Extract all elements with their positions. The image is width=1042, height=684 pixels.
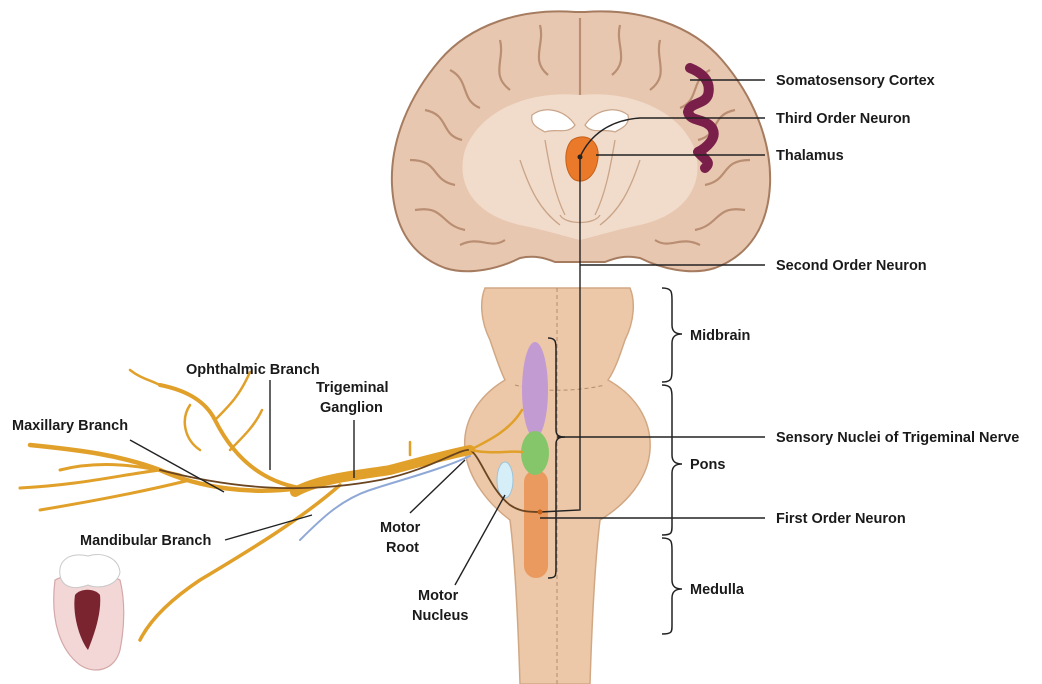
bracket-pons <box>662 385 682 535</box>
label-somatosensory-cortex: Somatosensory Cortex <box>776 73 935 89</box>
tooth-illustration <box>54 555 124 670</box>
label-midbrain: Midbrain <box>690 328 750 344</box>
motor-nucleus-shape <box>497 462 513 498</box>
label-motor-nucleus-line2: Nucleus <box>412 608 468 624</box>
label-first-order-neuron: First Order Neuron <box>776 511 906 527</box>
sensory-nucleus-lower-shape <box>524 470 548 578</box>
ophthalmic-branch-nerve <box>160 385 300 488</box>
brain-coronal-section <box>392 11 770 271</box>
label-sensory-nuclei: Sensory Nuclei of Trigeminal Nerve <box>776 430 1019 446</box>
sensory-nucleus-upper-shape <box>522 342 548 438</box>
bracket-medulla <box>662 538 682 634</box>
sensory-nucleus-middle-shape <box>521 431 549 475</box>
label-motor-root-line2: Root <box>386 540 419 556</box>
label-thalamus: Thalamus <box>776 148 844 164</box>
label-trigeminal-ganglion-line2: Ganglion <box>320 400 383 416</box>
label-maxillary-branch: Maxillary Branch <box>12 418 128 434</box>
label-ophthalmic-branch: Ophthalmic Branch <box>186 362 320 378</box>
leader-motor-nucleus <box>455 495 505 585</box>
mandibular-branch-nerve <box>140 485 340 640</box>
label-third-order-neuron: Third Order Neuron <box>776 111 911 127</box>
first-order-synapse-dot <box>538 510 543 515</box>
ophthalmic-sub-branches <box>130 370 262 450</box>
tooth-crown <box>60 555 120 588</box>
label-trigeminal-ganglion-line1: Trigeminal <box>316 380 389 396</box>
label-medulla: Medulla <box>690 582 745 598</box>
label-mandibular-branch: Mandibular Branch <box>80 533 211 549</box>
label-motor-root-line1: Motor <box>380 520 421 536</box>
label-motor-nucleus-line1: Motor <box>418 588 459 604</box>
thalamus-synapse-dot <box>578 155 583 160</box>
label-second-order-neuron: Second Order Neuron <box>776 258 927 274</box>
label-pons: Pons <box>690 457 725 473</box>
bracket-midbrain <box>662 288 682 382</box>
